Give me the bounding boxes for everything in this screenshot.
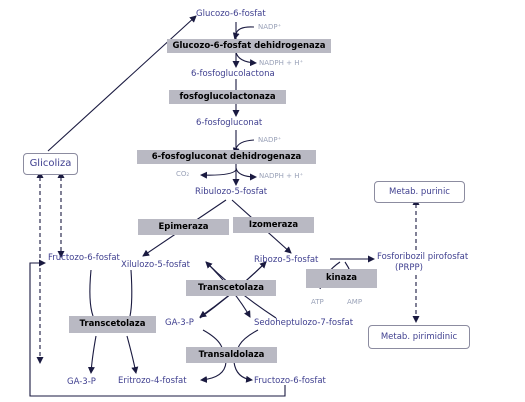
metabolite-ga-3-p-bottom: GA-3-P [67,377,96,387]
enzyme-6-fosfogluconat-dehidrogenaza: 6-fosfogluconat dehidrogenaza [137,150,316,164]
cofactor-amp: AMP [347,298,363,306]
arrow-nadph-out-2 [235,167,257,181]
metabolite-ribulozo-5-fosfat: Ribulozo-5-fosfat [195,187,268,197]
metabolite-eritrozo-4-fosfat: Eritrozo-4-fosfat [118,376,187,386]
metabolite-xilulozo-5-fosfat: Xilulozo-5-fosfat [121,260,191,270]
arrow-tc-left-in-2 [129,269,133,317]
box-metab-pirimidinic: Metab. pirimidinic [368,325,470,349]
cofactor-co2: CO₂ [176,170,190,178]
arrow-ta-out-left [200,361,227,383]
cofactor-nadph-2: NADPH + H⁺ [259,172,304,180]
enzyme-glucozo-6-fosfat-dehidrogenaza: Glucozo-6-fosfat dehidrogenaza [167,39,331,53]
enzyme-izomeraza: Izomeraza [233,217,314,233]
cofactor-nadp-1: NADP⁺ [258,23,282,31]
metabolite-6-fosfogluconat: 6-fosfogluconat [196,118,263,128]
enzyme-transaldolaza: Transaldolaza [186,347,277,363]
arrow-nadp-in-2 [232,139,255,155]
metabolite-fructozo-6-fosfat-bottom: Fructozo-6-fosfat [254,376,326,386]
enzyme-fosfoglucolactonaza: fosfoglucolactonaza [169,90,286,104]
box-metab-purinic: Metab. purinic [374,181,465,203]
cofactor-nadp-2: NADP⁺ [258,136,282,144]
arrow-co2-out [200,169,237,179]
arrow-tc-left-out-2 [126,335,139,374]
metabolite-ga-3-p-middle: GA-3-P [165,318,194,328]
box-glicoliza: Glicoliza [23,153,78,175]
enzyme-transcetolaza-middle: Transcetolaza [186,280,276,296]
arrow-ta-out-right [233,361,253,383]
enzyme-epimeraza: Epimeraza [138,219,229,235]
arrow-glicoliza-to-g6p [47,15,197,152]
metabolite-6-fosfoglucolactona: 6-fosfoglucolactona [191,69,275,79]
metabolite-sedoheptulozo-7-fosfat: Sedoheptulozo-7-fosfat [254,318,354,328]
metabolite-prpp-abbr: (PRPP) [395,263,423,273]
metabolite-fosforibozil-pirofosfat: Fosforibozil pirofosfat [377,252,469,262]
arrow-tc-left-in-1 [89,269,94,317]
arrow-nadph-out-1 [235,51,257,67]
arrow-tc-left-out-1 [87,335,97,374]
arrow-nadp-in-1 [232,26,255,40]
cofactor-atp: ATP [311,298,324,306]
enzyme-transcetolaza-left: Transcetolaza [69,316,156,333]
metabolite-fructozo-6-fosfat-left: Fructozo-6-fosfat [48,253,120,263]
metabolite-glucozo-6-fosfat: Glucozo-6-fosfat [196,9,266,19]
enzyme-kinaza: kinaza [306,269,377,288]
cofactor-nadph-1: NADPH + H⁺ [259,59,304,67]
metabolite-ribozo-5-fosfat: Ribozo-5-fosfat [254,255,319,265]
arrow-f6p-return [29,259,286,397]
